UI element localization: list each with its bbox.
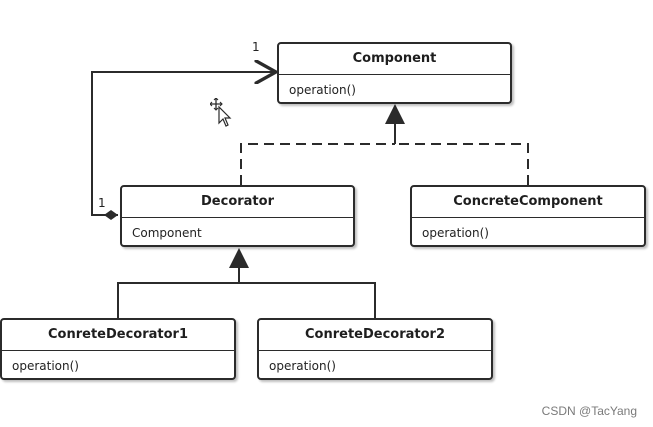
class-concrete-component[interactable]: ConcreteComponent operation()	[410, 185, 646, 247]
class-member: Component	[132, 226, 202, 240]
class-name: ConreteDecorator1	[2, 320, 234, 351]
class-name: Decorator	[122, 187, 353, 218]
aggregation-diamond	[104, 210, 118, 220]
class-member: operation()	[289, 83, 356, 97]
watermark: CSDN @TacYang	[541, 404, 637, 418]
class-component[interactable]: Component operation()	[277, 42, 512, 104]
class-decorator[interactable]: Decorator Component	[120, 185, 355, 247]
realization-line-concrete	[395, 143, 529, 185]
class-member: operation()	[269, 359, 336, 373]
class-conrete-decorator2[interactable]: ConreteDecorator2 operation()	[257, 318, 493, 380]
class-name: Component	[279, 44, 510, 75]
class-name: ConcreteComponent	[412, 187, 644, 218]
realization-line-decorator	[240, 143, 395, 185]
move-cursor-icon	[210, 98, 232, 127]
class-conrete-decorator1[interactable]: ConreteDecorator1 operation()	[0, 318, 236, 380]
inheritance-line-d1	[117, 282, 239, 318]
multiplicity-component-end: 1	[252, 40, 260, 54]
multiplicity-decorator-end: 1	[98, 196, 106, 210]
class-name: ConreteDecorator2	[259, 320, 491, 351]
class-member: operation()	[422, 226, 489, 240]
class-member: operation()	[12, 359, 79, 373]
inheritance-line-d2	[239, 282, 376, 318]
